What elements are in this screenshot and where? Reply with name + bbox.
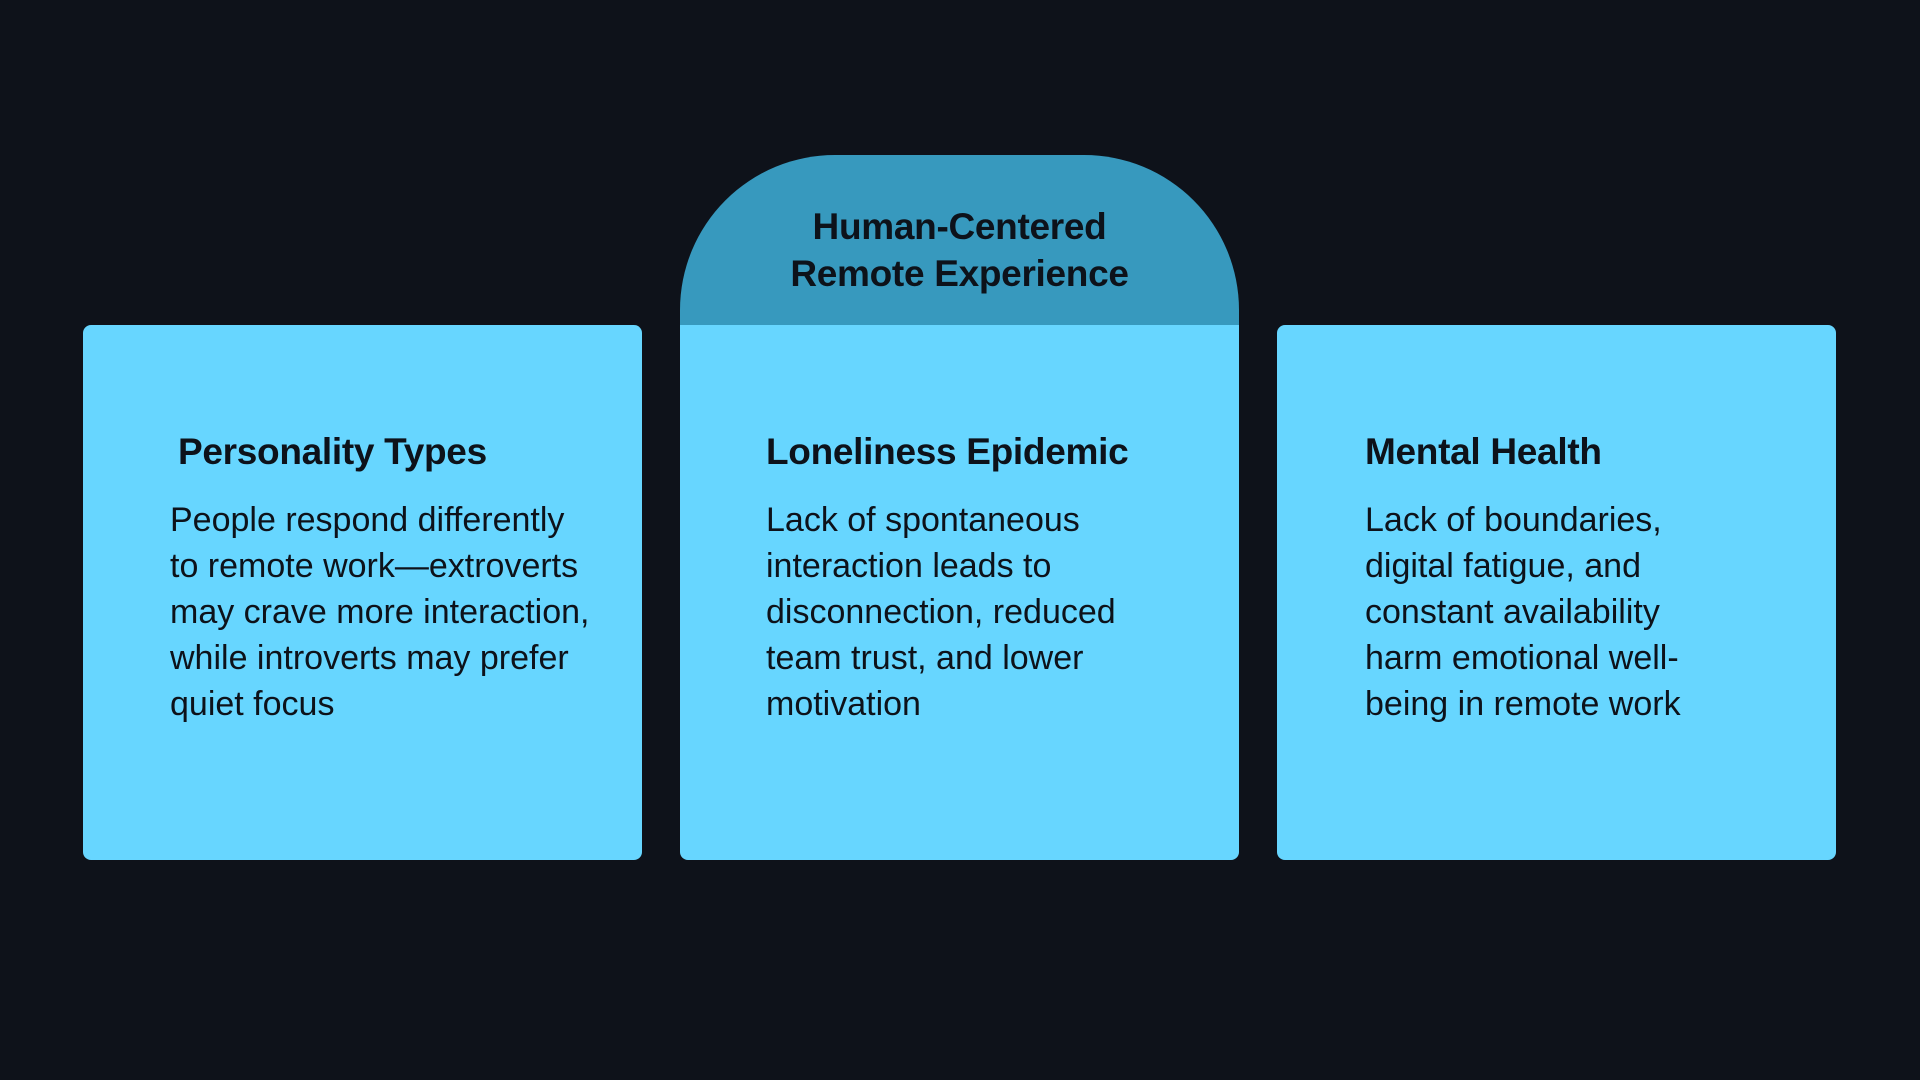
card-loneliness-epidemic: Loneliness Epidemic Lack of spontaneous …: [680, 325, 1239, 860]
card-personality-types: Personality Types People respond differe…: [83, 325, 642, 860]
card-title: Loneliness Epidemic: [766, 431, 1129, 472]
card-description: Lack of spontaneous interaction leads to…: [766, 501, 1116, 723]
header-title: Human-Centered Remote Experience: [680, 203, 1239, 297]
card-description: Lack of boundaries, digital fatigue, and…: [1365, 501, 1681, 723]
card-mental-health: Mental Health Lack of boundaries, digita…: [1277, 325, 1836, 860]
header-title-line-2: Remote Experience: [790, 253, 1129, 294]
card-title: Mental Health: [1365, 431, 1602, 472]
card-description: People respond differently to remote wor…: [170, 501, 590, 723]
card-title: Personality Types: [178, 431, 487, 472]
header-arch: Human-Centered Remote Experience: [680, 155, 1239, 331]
header-title-line-1: Human-Centered: [812, 206, 1107, 247]
